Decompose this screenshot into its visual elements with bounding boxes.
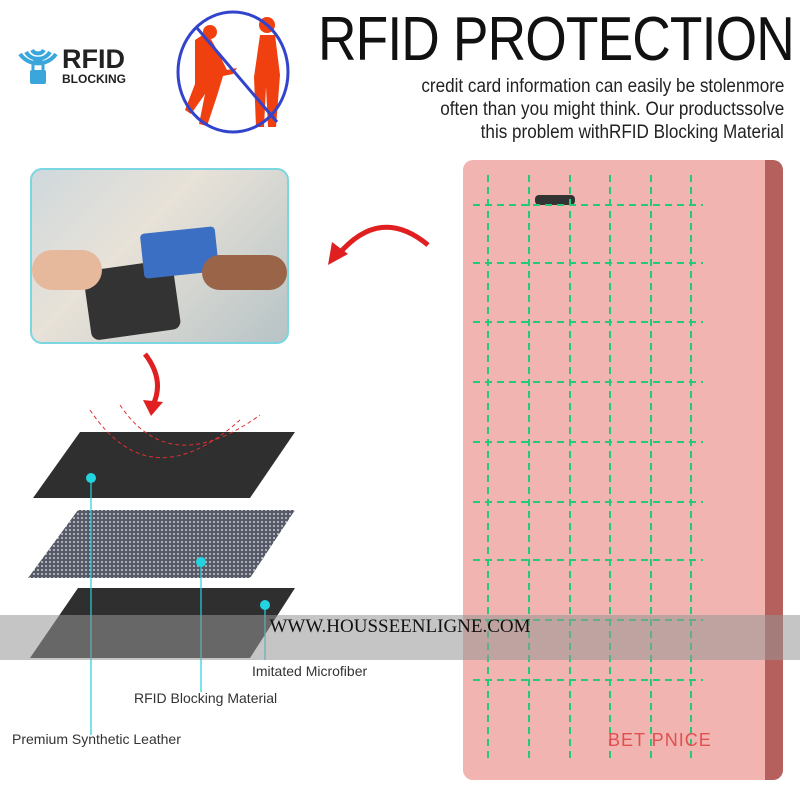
material-layers-diagram	[28, 404, 295, 735]
layer-label: Imitated Microfiber	[252, 663, 368, 679]
logo-title: RFID	[62, 44, 125, 74]
curved-arrow-icon	[328, 224, 430, 265]
down-arrow-icon	[142, 352, 163, 416]
description-line: credit card information can easily be st…	[420, 76, 784, 97]
wifi-lock-icon	[18, 48, 58, 84]
logo-subtitle: BLOCKING	[62, 72, 126, 86]
watermark-text: WWW.HOUSSEENLIGNE.COM	[269, 616, 531, 637]
layer-label: RFID Blocking Material	[134, 690, 278, 706]
description-line: this problem withRFID Blocking Material	[480, 122, 784, 143]
page-title: RFID PROTECTION	[318, 5, 795, 74]
rfid-layer	[28, 510, 295, 578]
description-line: often than you might think. Our products…	[439, 99, 784, 120]
layer-label: Premium Synthetic Leather	[12, 731, 181, 747]
wallet-case-image	[463, 160, 783, 780]
no-skimming-sign-icon	[176, 10, 290, 134]
brand-logo: BET PNICE	[608, 730, 712, 750]
watermark-band	[0, 615, 800, 660]
grid-overlay	[473, 175, 703, 760]
card-payment-photo	[30, 168, 289, 344]
leather-layer	[33, 432, 295, 498]
